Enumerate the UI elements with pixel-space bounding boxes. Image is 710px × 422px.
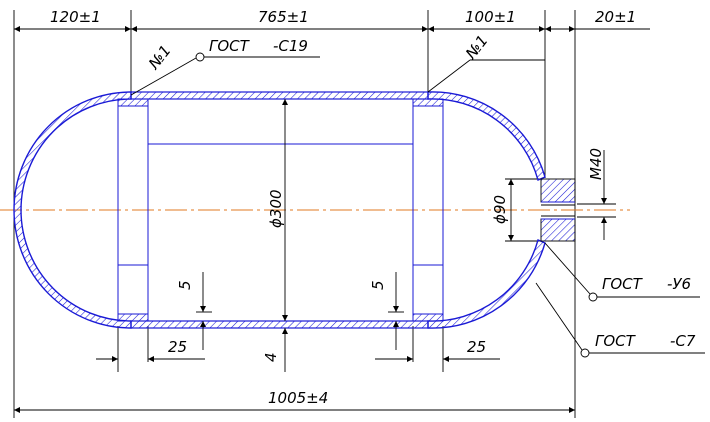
weld-bottom-code: -С7: [670, 332, 696, 350]
dim-port-diameter-label: ϕ90: [491, 195, 509, 224]
weld-right-code: -У6: [667, 275, 691, 293]
ring-right: [412, 98, 444, 322]
weld-right-standard: ГОСТ: [602, 275, 644, 293]
shell-wall-bottom: [130, 320, 429, 329]
part-number-right: №1: [461, 32, 491, 64]
extension-lines: [13, 10, 616, 418]
leader-lines: [130, 52, 705, 358]
shell-wall-top: [130, 91, 429, 100]
weld-top-code: -С19: [273, 37, 308, 55]
dim-thread-label: M40: [587, 148, 605, 180]
dim-fitting-label: 20±1: [595, 8, 636, 26]
dim-diameter-label: ϕ300: [267, 189, 285, 228]
weld-bottom-standard: ГОСТ: [595, 332, 637, 350]
dim-gap-right-label: 5: [369, 280, 387, 290]
vessel-body: [13, 91, 576, 329]
fitting: [540, 178, 576, 242]
dim-ring-right-label: 25: [467, 338, 486, 356]
dim-wall-label: 4: [262, 352, 280, 362]
head-wall-right: [427, 91, 546, 181]
dimension-lines: [14, 26, 650, 413]
dim-total-length-label: 1005±4: [268, 389, 328, 407]
head-wall-left: [13, 91, 132, 329]
head-wall-right-lower: [427, 239, 546, 329]
dim-left-end-label: 120±1: [50, 8, 101, 26]
weld-top-standard: ГОСТ: [209, 37, 251, 55]
dim-gap-left-label: 5: [176, 280, 194, 290]
dim-ring-left-label: 25: [168, 338, 187, 356]
dim-middle-label: 765±1: [258, 8, 309, 26]
ring-left: [117, 98, 149, 322]
dim-right-end-label: 100±1: [465, 8, 516, 26]
part-number-left: №1: [144, 42, 174, 74]
